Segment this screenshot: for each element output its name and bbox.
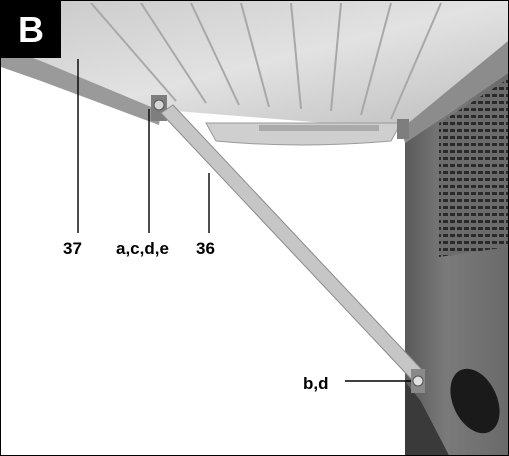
table-top-underside	[1, 1, 508, 129]
left-bolt	[153, 99, 165, 111]
cabinet-leg	[405, 381, 449, 455]
callout-a-c-d-e: a,c,d,e	[116, 239, 169, 258]
underside-ribs	[90, 2, 442, 120]
callout-b-d: b,d	[303, 374, 329, 393]
figure-badge: B	[1, 1, 61, 58]
right-bolt-block	[397, 119, 409, 139]
vent-grille	[439, 79, 508, 257]
right-edge-rail	[401, 41, 508, 143]
lower-bolt	[412, 375, 424, 387]
front-edge-rail	[1, 46, 161, 125]
callout-37: 37	[63, 239, 82, 258]
bracket-slot	[259, 125, 379, 131]
handle-cutout	[450, 368, 500, 434]
leader-lines	[77, 59, 411, 382]
callout-36: 36	[196, 239, 215, 258]
